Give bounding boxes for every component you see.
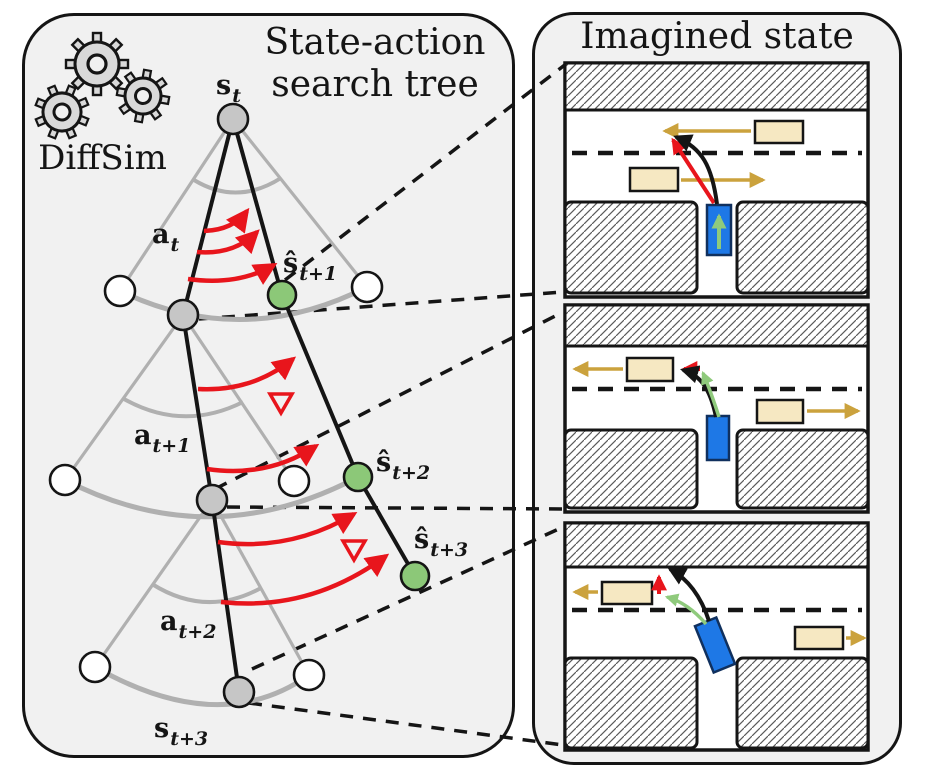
gear-right — [115, 68, 171, 124]
red-arrow-l1-a — [203, 207, 250, 234]
fan-arc-small-level2 — [123, 397, 244, 419]
label-root-state: st — [216, 70, 241, 108]
node-alt-l3-left — [78, 650, 112, 684]
building-bottom-left — [563, 428, 699, 510]
connector-s3-top — [251, 525, 564, 671]
red-arrow-l2-b — [206, 443, 320, 474]
building-bottom-right — [735, 428, 870, 510]
building-bottom-left — [563, 656, 699, 750]
building-bottom-right — [735, 656, 870, 750]
red-arrow-l1-b — [196, 229, 260, 255]
label-action-t2: at+2 — [160, 606, 217, 644]
label-action-t: at — [152, 219, 180, 257]
node-alt-l1-left — [103, 274, 137, 308]
diffsim-logo-label: DiffSim — [38, 138, 167, 178]
search-tree-title: State-action search tree — [240, 22, 510, 107]
red-arrow-l3-b — [220, 553, 390, 606]
fan-arc-level2 — [63, 474, 360, 520]
tree-nodes — [48, 102, 431, 709]
agent-car — [628, 166, 680, 193]
agent-car — [753, 119, 805, 145]
agent-car — [793, 625, 845, 651]
agent-car — [625, 356, 675, 383]
gears-icon — [34, 31, 171, 140]
connector-s2-top — [214, 310, 564, 491]
search-tree-panel — [22, 13, 515, 758]
connector-s1-bottom — [198, 290, 564, 321]
node-alt-l1-right — [350, 270, 384, 304]
planned-trajectory-arrow — [667, 567, 711, 622]
fan-arc-level1 — [118, 284, 369, 323]
alternative-trajectory-arrow — [701, 370, 721, 418]
building-top — [563, 303, 870, 348]
node-alt-l2-left — [48, 463, 82, 497]
fan-arc-small-level3 — [150, 582, 262, 605]
connector-s3-bottom — [248, 701, 564, 747]
building-bottom-left — [563, 200, 699, 295]
label-imagined-t1: ŝt+1 — [283, 248, 338, 286]
alternative-trajectory-arrow — [664, 593, 708, 626]
building-bottom-right — [735, 200, 870, 295]
agent-car — [600, 580, 654, 606]
fan-arc-small-level1 — [192, 176, 283, 195]
edge-imagined-t2 — [280, 294, 360, 478]
edge-real-t1 — [181, 118, 235, 316]
node-imagined-t1 — [266, 279, 298, 311]
building-top — [563, 61, 870, 112]
agent-car — [755, 398, 805, 425]
node-alt-l3-right — [292, 658, 326, 692]
ego-car — [705, 414, 731, 462]
search-tree-title-line1: State-action — [264, 22, 486, 63]
imagined-scene-2 — [563, 303, 870, 514]
action-update-arrows — [187, 207, 390, 606]
nabla-gradient-icon — [339, 539, 369, 564]
node-alt-l2-mid — [277, 464, 311, 498]
edge-imagined-t1 — [231, 118, 284, 296]
edge-real-t3 — [210, 499, 241, 693]
label-real-t3: st+3 — [154, 713, 209, 751]
gear-left — [34, 84, 90, 140]
nabla-gradient-icon — [266, 392, 296, 417]
label-imagined-t2: ŝt+2 — [376, 447, 431, 485]
action-fans — [63, 118, 369, 707]
edge-real-t2 — [181, 314, 214, 501]
imagined-scene-3 — [563, 521, 870, 752]
node-imagined-t2 — [342, 461, 374, 493]
node-root-state — [216, 102, 250, 136]
label-action-t1: at+1 — [134, 420, 191, 458]
search-tree-title-line2: search tree — [271, 64, 479, 106]
building-top — [563, 521, 870, 569]
red-arrow-l3-a — [217, 512, 358, 547]
gear-large — [64, 31, 130, 97]
planned-trajectory-arrow — [673, 134, 719, 205]
red-arrow-l1-c — [187, 263, 278, 285]
projection-connector-lines — [198, 62, 568, 747]
node-real-t1 — [166, 298, 200, 332]
red-arrow-l2-a — [197, 356, 297, 392]
search-tree — [48, 102, 431, 709]
imagined-state-title: Imagined state — [580, 16, 854, 57]
node-real-t3 — [222, 675, 256, 709]
label-imagined-t3: ŝt+3 — [414, 524, 469, 562]
gradient-symbols — [266, 392, 369, 564]
edge-imagined-t3 — [356, 476, 417, 577]
imagined-scene-1 — [563, 61, 870, 299]
fan-arc-level3 — [93, 664, 311, 707]
node-real-t2 — [195, 483, 229, 517]
node-imagined-t3 — [399, 560, 431, 592]
